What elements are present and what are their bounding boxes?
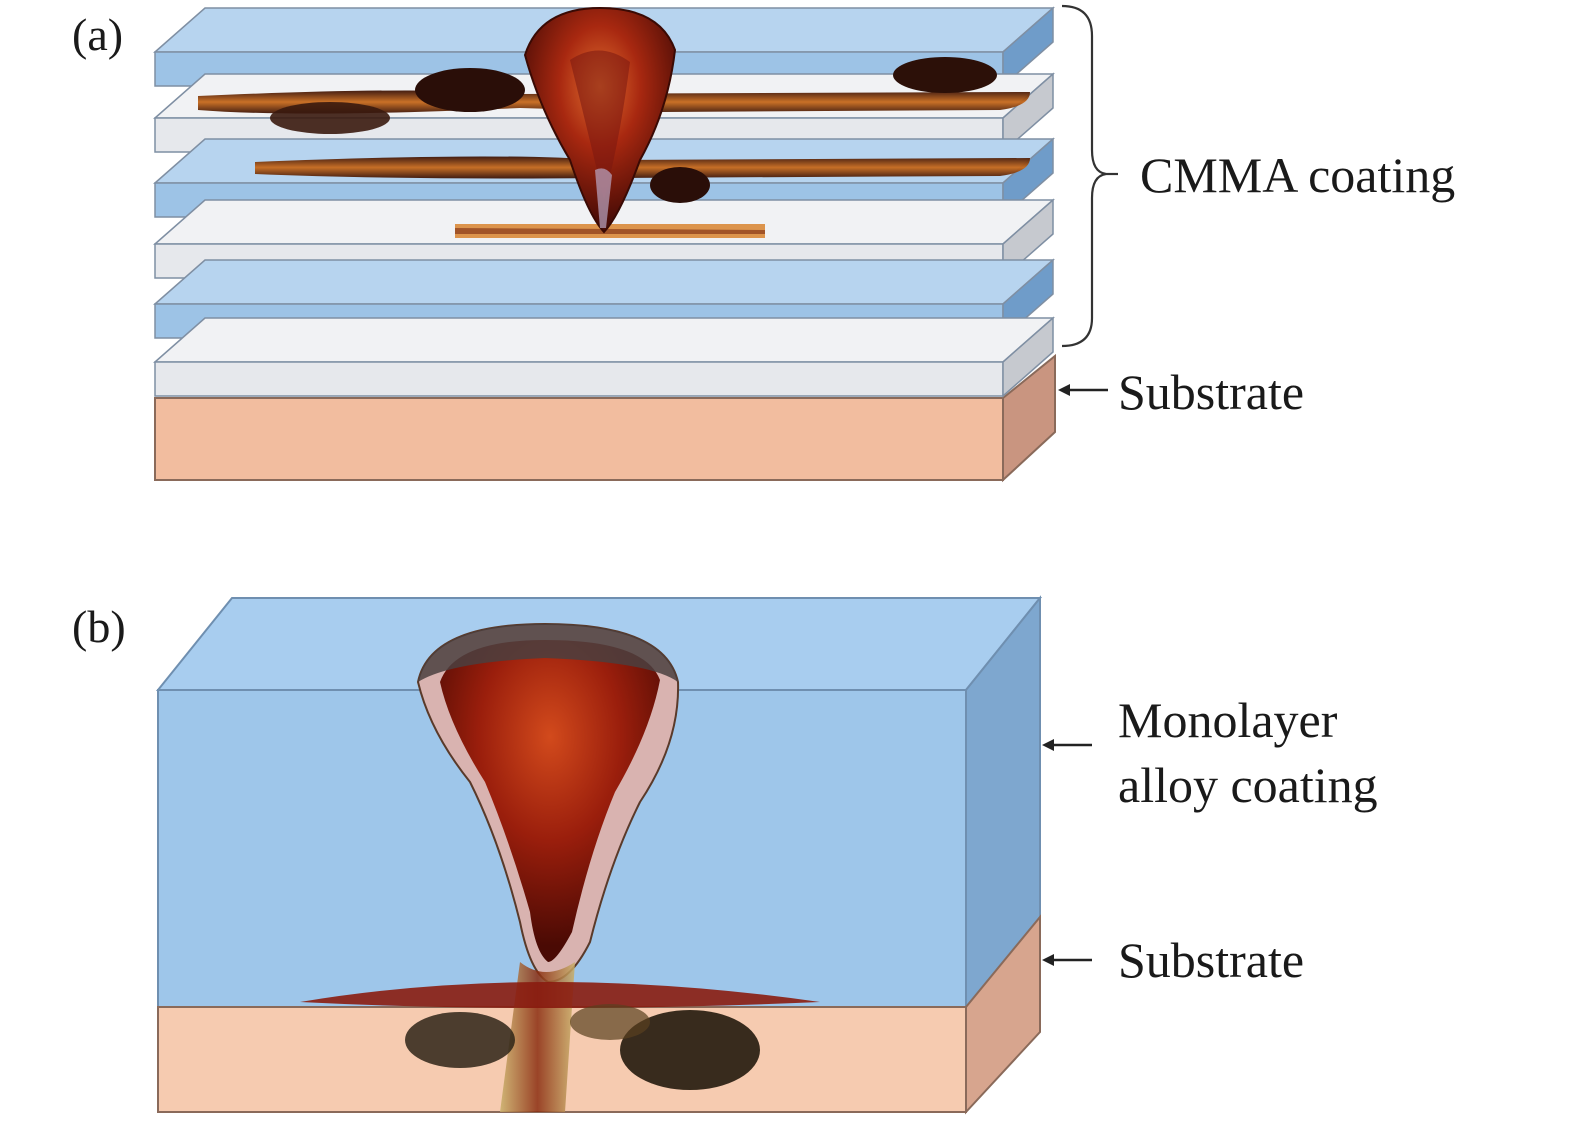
monolayer-label-line1: Monolayer (1118, 692, 1338, 748)
panel-b-tag: (b) (72, 601, 126, 652)
cmma-coating-label: CMMA coating (1140, 147, 1456, 203)
monolayer-label-line2: alloy coating (1118, 757, 1378, 813)
panel-a-tag: (a) (72, 9, 124, 60)
cmma-plate (153, 316, 1055, 398)
substrate-arrow-a (1058, 384, 1108, 396)
substrate-label-b: Substrate (1118, 932, 1305, 988)
substrate-arrow-b (1042, 954, 1092, 966)
panel-a-diagram (153, 6, 1056, 483)
corrosion-bands (198, 57, 1030, 238)
cmma-bracket (1061, 4, 1118, 348)
corrosion-pit-a (523, 6, 677, 234)
substrate-block-a (154, 353, 1056, 483)
coating-arrow-b (1042, 739, 1092, 751)
panel-b-diagram (155, 595, 1043, 1115)
corrosion-pit-b (300, 622, 820, 1112)
substrate-label-a: Substrate (1118, 364, 1305, 420)
